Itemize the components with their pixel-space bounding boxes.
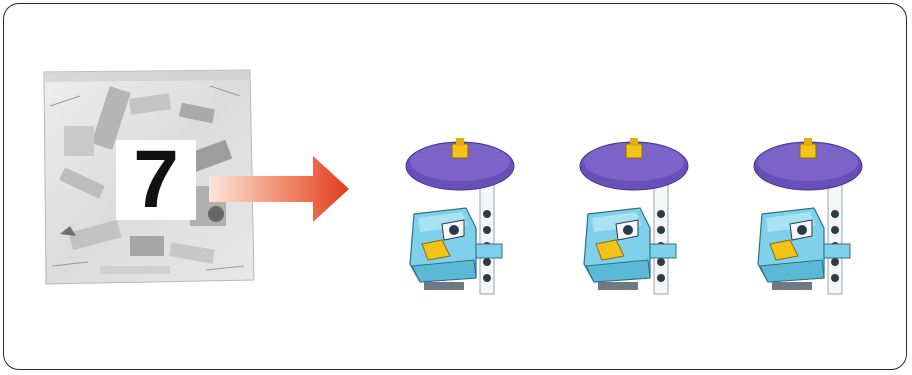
instruction-step-panel: 7: [3, 3, 907, 370]
carousel-seat-model-icon: [752, 132, 864, 298]
carousel-seat-model-icon: [578, 132, 690, 298]
carousel-seat-model-icon: [404, 132, 516, 298]
bag-number: 7: [116, 140, 196, 220]
right-arrow-icon: [209, 156, 351, 222]
